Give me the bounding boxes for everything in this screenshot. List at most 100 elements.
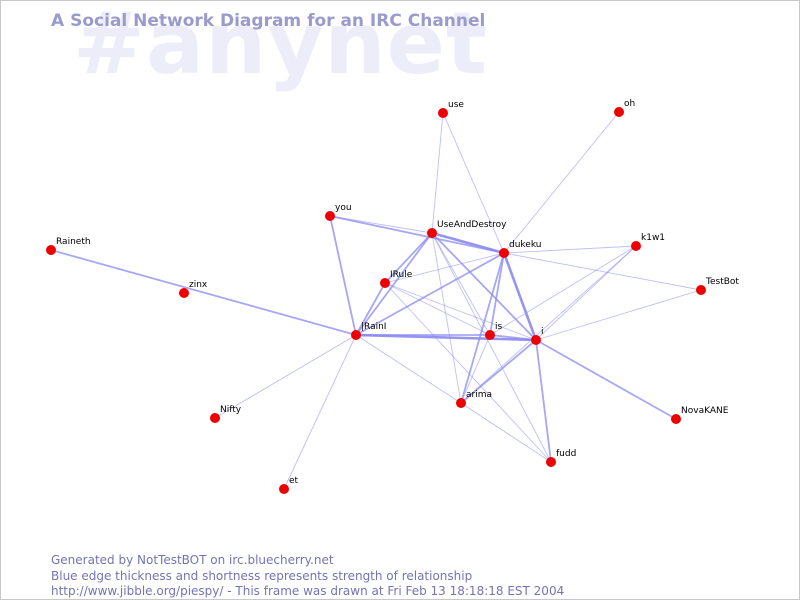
edge-UseAndDestroy-is	[431, 232, 491, 336]
node-label: Nifty	[220, 405, 242, 415]
node-Raineth: Raineth	[46, 237, 91, 255]
node-dot	[46, 245, 56, 255]
node-is: is	[485, 322, 503, 340]
edge-IRule-is	[384, 282, 491, 336]
edge-IRainI-Nifty	[214, 334, 357, 419]
edge-UseAndDestroy-fudd	[431, 232, 552, 463]
edge-UseAndDestroy-arima	[431, 232, 462, 404]
node-dot	[380, 278, 390, 288]
node-dot	[279, 484, 289, 494]
edge-IRainI-i	[354, 333, 538, 342]
node-zinx: zinx	[179, 280, 208, 298]
footer-url-timestamp: http://www.jibble.org/piespy/ - This fra…	[51, 584, 565, 598]
edge-you-IRainI	[329, 215, 357, 336]
node-NovaKANE: NovaKANE	[671, 406, 729, 424]
edges-layer	[50, 111, 702, 490]
node-IRule: IRule	[380, 270, 413, 288]
edge-i-arima	[460, 339, 537, 404]
node-label: TestBot	[705, 277, 739, 287]
edge-oh-dukeku	[503, 111, 620, 254]
node-et: et	[279, 476, 299, 494]
edge-UseAndDestroy-dukeku	[430, 231, 506, 255]
edge-UseAndDestroy-i	[431, 232, 537, 341]
edge-k1w1-arima	[460, 245, 637, 404]
edge-TestBot-i	[535, 289, 702, 341]
node-you: you	[325, 203, 352, 221]
edge-IRule-fudd	[384, 282, 552, 463]
node-label: k1w1	[641, 233, 665, 243]
node-dot	[179, 288, 189, 298]
edge-IRule-i	[384, 282, 537, 341]
node-dot	[614, 107, 624, 117]
node-dot	[671, 414, 681, 424]
footer-legend-note: Blue edge thickness and shortness repres…	[51, 568, 473, 583]
node-k1w1: k1w1	[631, 233, 665, 251]
node-label: i	[541, 327, 544, 337]
edge-you-UseAndDestroy	[329, 215, 433, 234]
edge-you-dukeku	[329, 215, 505, 254]
node-dot	[427, 228, 437, 238]
node-Nifty: Nifty	[210, 405, 242, 423]
edge-use-dukeku	[442, 112, 505, 254]
node-label: |RainI	[361, 322, 386, 332]
edge-i-NovaKANE	[535, 339, 677, 420]
node-label: dukeku	[509, 240, 541, 250]
node-oh: oh	[614, 99, 635, 117]
node-dukeku: dukeku	[499, 240, 541, 258]
node-i: i	[531, 327, 544, 345]
node-label: IRule	[390, 270, 413, 280]
channel-watermark: #anynet	[73, 0, 489, 94]
node-UseAndDestroy: UseAndDestroy	[427, 220, 507, 238]
node-IRainI: |RainI	[351, 322, 386, 340]
node-label: et	[289, 476, 299, 486]
node-label: UseAndDestroy	[437, 220, 507, 230]
node-dot	[456, 398, 466, 408]
node-dot	[485, 330, 495, 340]
footer-generated-by: Generated by NotTestBOT on irc.bluecherr…	[51, 553, 334, 567]
node-dot	[531, 335, 541, 345]
node-dot	[631, 241, 641, 251]
diagram-title: A Social Network Diagram for an IRC Chan…	[51, 11, 486, 31]
node-label: use	[448, 100, 464, 110]
edge-dukeku-k1w1	[503, 245, 637, 254]
node-dot	[696, 285, 706, 295]
edge-Raineth-IRainI	[50, 249, 357, 336]
edge-dukeku-IRainI	[355, 252, 505, 336]
edge-k1w1-is	[489, 245, 637, 336]
edge-k1w1-i	[535, 245, 637, 341]
edge-UseAndDestroy-IRainI	[355, 232, 433, 336]
node-dot	[210, 413, 220, 423]
edge-IRule-IRainI	[355, 282, 386, 336]
edge-dukeku-arima	[460, 252, 505, 404]
edge-use-UseAndDestroy	[431, 112, 444, 234]
node-dot	[351, 330, 361, 340]
footer: Generated by NotTestBOT on irc.bluecherr…	[51, 553, 565, 599]
node-label: NovaKANE	[681, 406, 729, 416]
edge-dukeku-is	[489, 252, 505, 336]
node-dot	[438, 108, 448, 118]
node-label: you	[335, 203, 352, 213]
edge-UseAndDestroy-IRule	[384, 232, 433, 284]
node-label: Raineth	[56, 237, 91, 247]
edge-IRainI-arima	[355, 334, 462, 404]
node-label: zinx	[189, 280, 208, 290]
node-arima: arima	[456, 390, 492, 408]
node-label: is	[495, 322, 503, 332]
node-label: fudd	[556, 449, 576, 459]
node-TestBot: TestBot	[696, 277, 739, 295]
edge-is-i	[489, 334, 537, 341]
edge-dukeku-TestBot	[503, 252, 702, 291]
node-label: arima	[466, 390, 492, 400]
node-use: use	[438, 100, 464, 118]
node-fudd: fudd	[546, 449, 576, 467]
node-dot	[325, 211, 335, 221]
edge-dukeku-IRule	[384, 252, 505, 284]
edge-dukeku-i	[502, 251, 538, 342]
node-dot	[499, 248, 509, 258]
edge-i-fudd	[535, 339, 552, 463]
edge-IRainI-et	[283, 334, 357, 490]
node-label: oh	[624, 99, 635, 109]
